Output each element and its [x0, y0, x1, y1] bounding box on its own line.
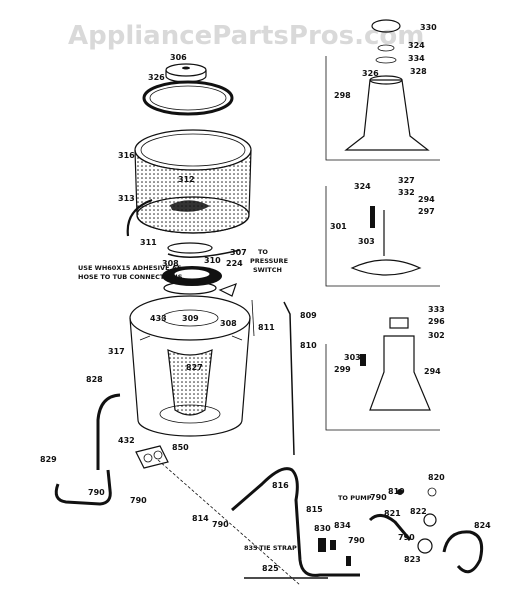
- panel-agitator-lower: [325, 317, 440, 431]
- tie-strap-note: 835-TIE STRAP: [244, 544, 297, 552]
- label-303b: 303: [344, 353, 361, 362]
- label-224: 224: [226, 259, 243, 268]
- label-824: 824: [474, 521, 491, 530]
- label-303a: 303: [358, 237, 375, 246]
- label-316: 316: [118, 151, 135, 160]
- adhesive-note-line-2: HOSE TO TUB CONNECTIONS: [78, 273, 183, 281]
- label-327: 327: [398, 176, 415, 185]
- label-830: 830: [314, 524, 331, 533]
- label-313: 313: [118, 194, 135, 203]
- label-816: 816: [272, 481, 289, 490]
- label-330: 330: [420, 23, 437, 32]
- wash-basket: [134, 129, 252, 234]
- panel-agitator-top: [325, 19, 440, 161]
- basket-seal-ring: [167, 242, 241, 258]
- label-820: 820: [428, 473, 445, 482]
- watermark-text: AppliancePartsPros.com: [68, 21, 424, 51]
- pressure-tube: [283, 301, 295, 456]
- label-326a: 326: [148, 73, 165, 82]
- label-819: 819: [388, 487, 405, 496]
- label-306: 306: [170, 53, 187, 62]
- label-790f: 790: [398, 533, 415, 542]
- outer-tub: [129, 295, 251, 437]
- label-809: 809: [300, 311, 317, 320]
- label-328: 328: [410, 67, 427, 76]
- fill-hose: [231, 467, 360, 577]
- label-823: 823: [404, 555, 421, 564]
- pressure-note-line-3: SWITCH: [253, 266, 282, 274]
- label-301: 301: [330, 222, 347, 231]
- label-790d: 790: [348, 536, 365, 545]
- label-790e: 790: [370, 493, 387, 502]
- label-433: 433: [150, 314, 167, 323]
- label-298: 298: [334, 91, 351, 100]
- label-850: 850: [172, 443, 189, 452]
- label-296: 296: [428, 317, 445, 326]
- adhesive-note-line-1: USE WH60X15 ADHESIVE AT: [78, 264, 181, 272]
- label-790c: 790: [212, 520, 229, 529]
- tub-cover-cap: [165, 63, 207, 83]
- drain-hose-left: [96, 393, 121, 470]
- hose-loop-829: [54, 469, 112, 506]
- label-311: 311: [140, 238, 157, 247]
- label-309: 309: [182, 314, 199, 323]
- label-294a: 294: [418, 195, 435, 204]
- label-324b: 324: [354, 182, 371, 191]
- label-815: 815: [306, 505, 323, 514]
- label-326b: 326: [362, 69, 379, 78]
- balance-ring: [142, 80, 234, 116]
- label-312: 312: [178, 175, 195, 184]
- label-825: 825: [262, 564, 279, 573]
- pump-fitting: [397, 487, 437, 554]
- hose-clamps: [318, 538, 351, 566]
- label-790b: 790: [130, 496, 147, 505]
- spin-hub: [162, 266, 237, 297]
- label-310: 310: [204, 256, 221, 265]
- label-297: 297: [418, 207, 435, 216]
- label-828: 828: [86, 375, 103, 384]
- label-810: 810: [300, 341, 317, 350]
- label-834: 834: [334, 521, 351, 530]
- label-811: 811: [258, 323, 275, 332]
- label-299: 299: [334, 365, 351, 374]
- label-334: 334: [408, 54, 425, 63]
- to-pump-note: TO PUMP: [338, 494, 372, 502]
- pressure-note-line-1: TO: [258, 248, 268, 256]
- label-302: 302: [428, 331, 445, 340]
- label-821: 821: [384, 509, 401, 518]
- label-307: 307: [230, 248, 247, 257]
- basket-clamp-wire: [126, 198, 153, 237]
- label-332: 332: [398, 188, 415, 197]
- water-valve: [135, 445, 169, 469]
- label-294b: 294: [424, 367, 441, 376]
- hose-824: [442, 530, 484, 574]
- label-790a: 790: [88, 488, 105, 497]
- label-333: 333: [428, 305, 445, 314]
- panel-agitator-mid: [325, 186, 440, 287]
- label-308: 308: [162, 259, 179, 268]
- pressure-note-line-2: PRESSURE: [250, 257, 288, 265]
- pump-hose: [368, 514, 412, 541]
- label-324a: 324: [408, 41, 425, 50]
- label-822: 822: [410, 507, 427, 516]
- label-317: 317: [108, 347, 125, 356]
- label-827: 827: [186, 363, 203, 372]
- label-432: 432: [118, 436, 135, 445]
- label-814: 814: [192, 514, 209, 523]
- label-829: 829: [40, 455, 57, 464]
- label-308b: 308: [220, 319, 237, 328]
